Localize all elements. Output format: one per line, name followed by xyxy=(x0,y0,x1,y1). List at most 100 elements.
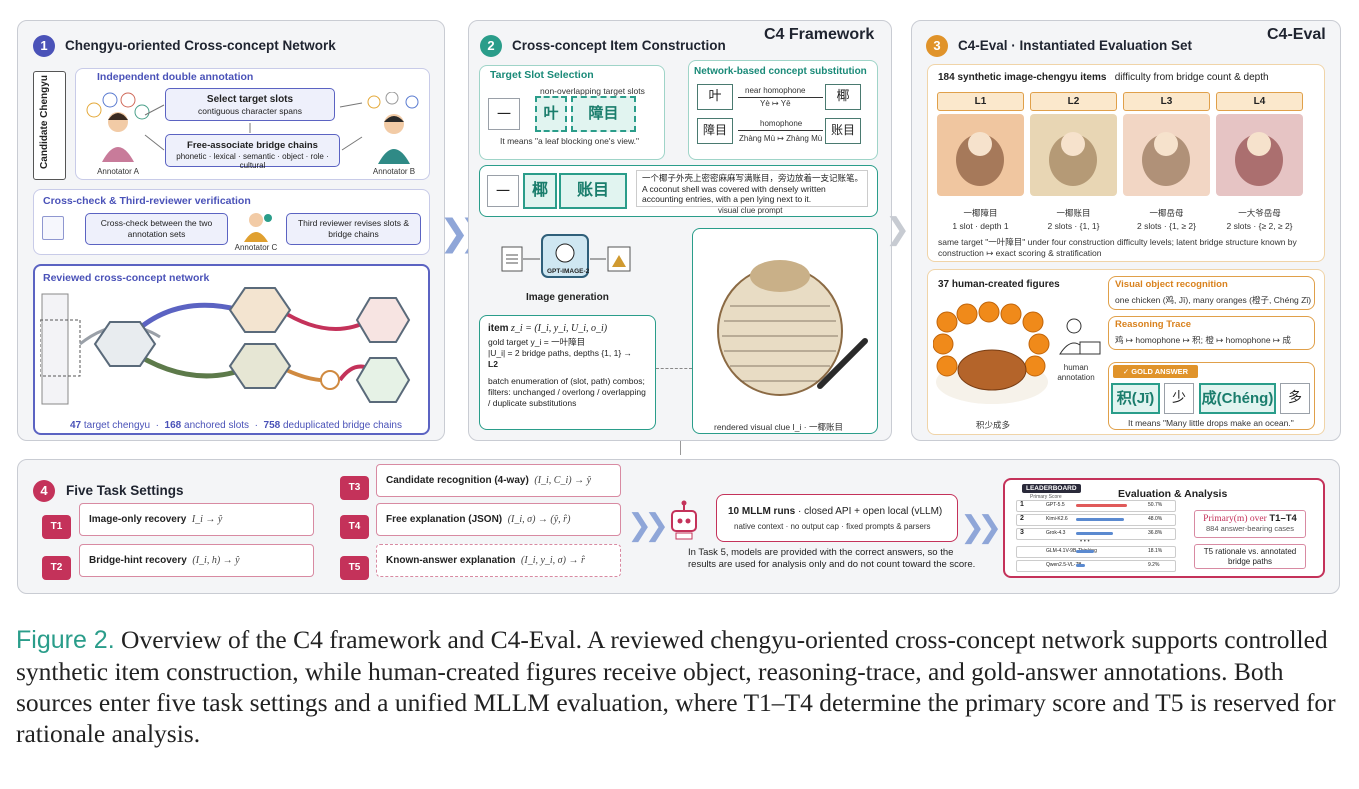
annotator-laptop-figure xyxy=(1059,318,1101,355)
caption-body: Overview of the C4 framework and C4-Eval… xyxy=(16,625,1336,748)
substitution-title: Network-based concept substitution xyxy=(694,66,867,77)
runs-box xyxy=(716,494,958,542)
gold-char-3: 成(Chéng) xyxy=(1199,383,1276,414)
figure-caption-text: Figure 2. Overview of the C4 framework a… xyxy=(16,624,1346,749)
slot-char-2: 障目 xyxy=(571,96,636,132)
gold-meaning: It means "Many little drops make an ocea… xyxy=(1128,418,1294,428)
gold-char-4: 多 xyxy=(1280,383,1310,414)
level-slots-4: 2 slots · {≥ 2, ≥ 2} xyxy=(1226,221,1293,231)
vor-title: Visual object recognition xyxy=(1115,279,1228,290)
robot-icon xyxy=(671,500,697,540)
select-slots-title: Select target slots xyxy=(206,94,294,105)
rt-box xyxy=(1108,316,1315,350)
free-assoc-title: Free-associate bridge chains xyxy=(187,140,318,151)
leaderboard-row xyxy=(1016,546,1176,558)
step-2-badge: 2 xyxy=(480,35,502,57)
slot-meaning: It means "a leaf blocking one's view." xyxy=(500,136,640,146)
level-header-4: L4 xyxy=(1216,92,1303,111)
level-chengyu-1: 一椰障目 xyxy=(963,208,998,218)
paths-line: |U_i| = 2 bridge paths, depths {1, 1} → xyxy=(488,348,633,358)
task-id-t3: T3 xyxy=(340,476,369,500)
prompt-caption: visual clue prompt xyxy=(718,206,783,215)
gold-char-1: 积(Jī) xyxy=(1111,383,1160,414)
stat-sep-2: · xyxy=(254,420,258,431)
network-stats: 47 target chengyu · 168 anchored slots ·… xyxy=(46,420,426,431)
stat-chains-label: deduplicated bridge chains xyxy=(283,420,402,431)
runs-line: 10 MLLM runs · closed API + open local (… xyxy=(728,506,942,517)
annotation-arrows xyxy=(144,102,363,151)
level-header-3: L3 xyxy=(1123,92,1210,111)
sub2-pinyin: Zhàng Mù ↦ Zhàng Mù xyxy=(739,134,823,143)
step-1-badge: 1 xyxy=(33,35,55,57)
primary-range: T1–T4 xyxy=(1269,513,1297,524)
vor-box xyxy=(1108,276,1315,310)
sub1-pinyin: Yè ↦ Yē xyxy=(760,99,791,108)
crosscheck-compare-box: Cross-check between the two annotation s… xyxy=(85,213,228,245)
double-annotation-title: Independent double annotation xyxy=(97,71,254,83)
lb-bar xyxy=(1076,518,1125,521)
sub1-relation: near homophone xyxy=(745,86,806,95)
level-chengyu-3: 一椰岳母 xyxy=(1149,208,1184,218)
candidate-chengyu-box: Candidate Chengyu xyxy=(33,71,66,180)
caption-figure-label: Figure 2. xyxy=(16,626,115,654)
lb-model: Grok-4.3 xyxy=(1046,530,1066,536)
lb-model: GLM-4.1V-9B-Thinking xyxy=(1046,548,1097,554)
lb-rank: 3 xyxy=(1020,529,1024,536)
task-id-t5: T5 xyxy=(340,556,369,580)
lb-bar xyxy=(1076,550,1095,553)
annotator-c-label: Annotator C xyxy=(234,243,278,252)
task-label-t1: Image-only recovery xyxy=(89,514,187,525)
select-slots-box: Select target slots contiguous character… xyxy=(165,88,335,121)
lb-score: 18.1% xyxy=(1148,548,1163,554)
item-formula: z_i = (I_i, y_i, U_i, o_i) xyxy=(510,323,608,334)
task-id-t2: T2 xyxy=(42,556,71,580)
gold-line: gold target y_i = 一叶障目 xyxy=(488,337,586,347)
sub1-arrow xyxy=(738,97,823,98)
select-slots-sub: contiguous character spans xyxy=(198,106,302,116)
task-box-t2: Bridge-hint recovery (I_i, h) → ŷ xyxy=(79,544,314,577)
level-chengyu-2: 一椰账目 xyxy=(1056,208,1091,218)
eval-title: Evaluation & Analysis xyxy=(1118,488,1228,500)
rt-title: Reasoning Trace xyxy=(1115,319,1192,330)
task-formula-t3: (I_i, C_i) → ŷ xyxy=(534,475,592,486)
chevron-right-icon-4: ❯❯ xyxy=(960,511,1002,544)
runs-sub: native context · no output cap · fixed p… xyxy=(734,522,931,531)
lb-bar xyxy=(1076,532,1113,535)
level-image-2 xyxy=(1030,114,1117,196)
generation-graphics xyxy=(501,234,631,278)
level-image-3 xyxy=(1123,114,1210,196)
runs-desc: · closed API + open local (vLLM) xyxy=(798,506,943,517)
model-label: GPT-IMAGE-2 xyxy=(547,268,590,275)
chevron-right-icon-3: ❯❯ xyxy=(627,509,669,542)
synth-desc: difficulty from bridge count & depth xyxy=(1114,72,1269,83)
task-formula-t1: I_i → ŷ xyxy=(191,514,223,525)
sub2-relation: homophone xyxy=(760,119,803,128)
item-prefix: item xyxy=(488,323,509,334)
leaderboard-row xyxy=(1016,560,1176,572)
annotator-b-figure xyxy=(367,92,419,164)
third-reviewer-box: Third reviewer revises slots & bridge ch… xyxy=(286,213,421,245)
level-slots-2: 2 slots · {1, 1} xyxy=(1047,221,1100,231)
task-box-t3: Candidate recognition (4-way) (I_i, C_i)… xyxy=(376,464,621,497)
free-assoc-sub: phonetic · lexical · semantic · object ·… xyxy=(176,152,329,170)
level-slots-3: 2 slots · {1, ≥ 2} xyxy=(1136,221,1196,231)
image-generation-label: Image generation xyxy=(526,292,609,303)
leaderboard-tag: LEADERBOARD xyxy=(1022,484,1081,493)
dashed-link xyxy=(656,368,692,369)
task-box-t1: Image-only recovery I_i → ŷ xyxy=(79,503,314,536)
level-chengyu-4: 一大爷岳母 xyxy=(1238,208,1281,218)
synthetic-count: 184 synthetic image-chengyu items diffic… xyxy=(938,72,1269,83)
task-formula-t2: (I_i, h) → ŷ xyxy=(192,555,240,566)
sub1-from: 叶 xyxy=(697,84,733,110)
panel-1-title: Chengyu-oriented Cross-concept Network xyxy=(65,38,336,53)
lb-score: 36.8% xyxy=(1148,530,1163,536)
lb-score: 48.0% xyxy=(1148,516,1163,522)
crosscheck-compare-text: Cross-check between the two annotation s… xyxy=(100,218,213,239)
c4-framework-label: C4 Framework xyxy=(764,26,875,43)
lb-score: 50.7% xyxy=(1148,502,1163,508)
task-label-t3: Candidate recognition (4-way) xyxy=(386,475,529,486)
sub2-from: 障目 xyxy=(697,118,733,144)
prompt-cn: 一个椰子外壳上密密麻麻写满账目，旁边放着一支记账笔。 xyxy=(642,173,864,183)
slot-dash-cell: 一 xyxy=(488,98,520,130)
list-icon xyxy=(42,216,64,240)
